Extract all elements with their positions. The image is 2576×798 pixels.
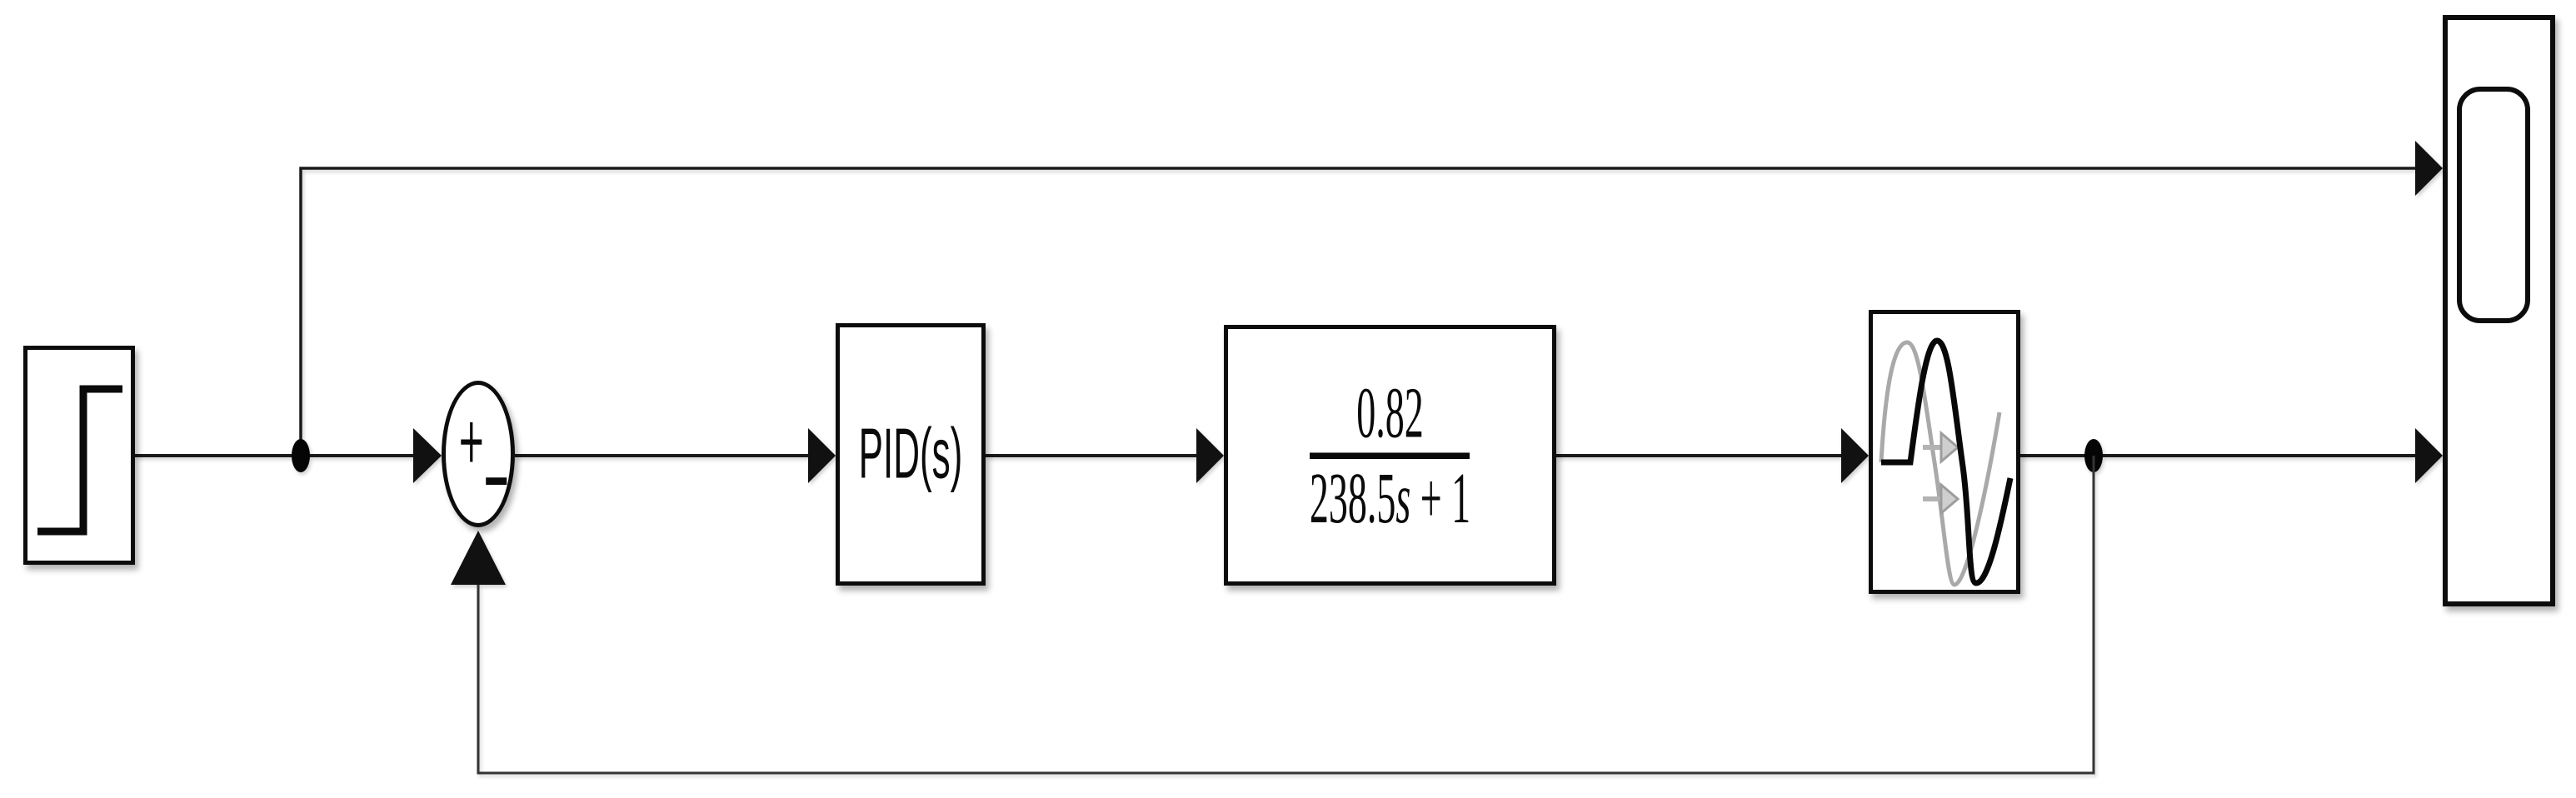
transport-delay-icon [1879, 337, 2014, 587]
sum-minus-sign: − [482, 444, 511, 517]
arrowhead-sum-input [413, 428, 442, 483]
transfer-fcn-expression: 0.82 238.5s + 1 [1310, 372, 1470, 533]
sum-plus-sign: + [457, 405, 486, 478]
scope-block[interactable] [2443, 15, 2555, 606]
pid-controller-block[interactable]: PID(s) [836, 323, 986, 586]
transport-delay-block[interactable] [1869, 310, 2020, 594]
sum-block[interactable]: + − [442, 381, 515, 527]
scope-display-icon [2457, 87, 2530, 323]
arrowhead-scope-input-1 [2415, 141, 2443, 196]
wire-feedback-delay-to-sum[interactable] [477, 456, 2095, 775]
transfer-fcn-denominator: 238.5s + 1 [1310, 461, 1470, 533]
transfer-fcn-numerator: 0.82 [1356, 372, 1424, 453]
fraction-bar [1310, 451, 1470, 459]
delay-shift-arrowhead-2 [1939, 481, 1960, 516]
arrowhead-pid-input [808, 428, 836, 483]
delayed-sine-curve [1881, 337, 2014, 586]
wire-step-branch-to-scope[interactable] [299, 167, 2415, 456]
arrowhead-delay-input [1841, 428, 1869, 483]
arrowhead-transferfcn-input [1196, 428, 1224, 483]
transfer-fcn-block[interactable]: 0.82 238.5s + 1 [1224, 325, 1556, 586]
pid-label: PID(s) [858, 413, 963, 494]
branch-dot-step [292, 439, 310, 472]
denominator-tail: + 1 [1410, 456, 1471, 538]
step-block[interactable] [23, 346, 135, 565]
step-signal-icon [37, 385, 122, 536]
delay-shift-arrowhead-1 [1939, 430, 1960, 465]
arrowhead-sum-minus-input [451, 531, 506, 585]
denominator-coefficient: 238.5 [1309, 456, 1396, 538]
arrowhead-scope-input-2 [2415, 428, 2443, 483]
denominator-variable: s [1395, 456, 1411, 538]
